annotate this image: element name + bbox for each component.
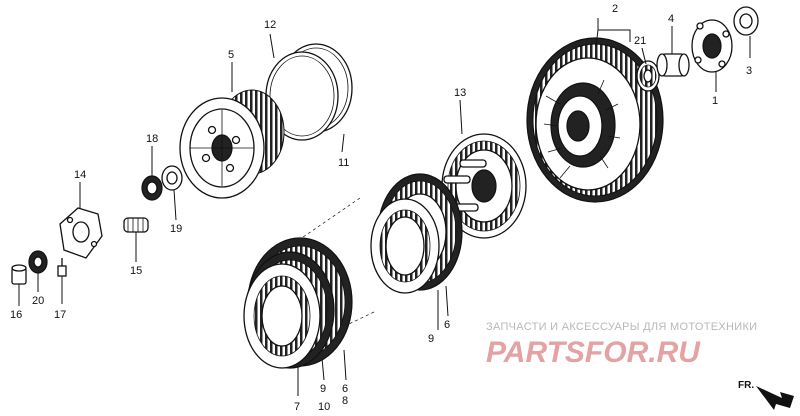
part-number-6-middle: 6 xyxy=(444,319,450,331)
bolt-drawing xyxy=(57,258,67,277)
clutch-plate-middle-drawing xyxy=(370,198,440,294)
needle-bearing-drawing xyxy=(636,60,660,92)
part-number-14: 14 xyxy=(74,169,86,181)
part-number-21: 21 xyxy=(634,35,646,47)
part-number-12: 12 xyxy=(264,19,276,31)
part-number-5: 5 xyxy=(228,49,234,61)
lifter-rod-drawing xyxy=(11,264,27,285)
leader-lines xyxy=(18,18,751,396)
part-number-4: 4 xyxy=(668,13,674,25)
part-number-10: 10 xyxy=(318,401,330,413)
watermark-caption: ЗАПЧАСТИ И АКСЕССУАРЫ ДЛЯ МОТОТЕХНИКИ xyxy=(486,321,757,333)
ring-springs-drawing xyxy=(265,43,353,141)
part-number-9-front: 9 xyxy=(320,383,326,395)
part-number-18: 18 xyxy=(146,133,158,145)
part-number-2: 2 xyxy=(612,3,618,15)
front-arrow-icon xyxy=(756,386,794,410)
collar-drawing xyxy=(656,53,690,77)
thrust-washer-drawing xyxy=(733,6,759,36)
lifter-plate-drawing xyxy=(59,207,103,259)
clutch-center-drawing xyxy=(179,89,285,199)
part-number-17: 17 xyxy=(54,309,66,321)
part-number-9-middle: 9 xyxy=(428,333,434,345)
front-direction-label: FR. xyxy=(738,380,754,391)
part-number-8: 8 xyxy=(342,395,348,407)
part-number-16: 16 xyxy=(10,309,22,321)
part-number-13: 13 xyxy=(454,87,466,99)
lock-nut-drawing xyxy=(141,175,163,201)
clutch-outer-gear-drawing xyxy=(526,37,664,203)
watermark-brand: PARTSFOR.RU xyxy=(486,336,701,369)
part-number-20: 20 xyxy=(32,295,44,307)
part-number-1: 1 xyxy=(712,95,718,107)
part-number-6-front: 6 xyxy=(342,383,348,395)
part-number-15: 15 xyxy=(130,265,142,277)
part-number-7: 7 xyxy=(294,401,300,413)
front-direction-marker: FR. xyxy=(738,380,794,410)
part-number-19: 19 xyxy=(170,223,182,235)
lifter-spring-drawing xyxy=(123,217,149,233)
lock-washer-drawing xyxy=(161,165,183,191)
bearing-drawing xyxy=(28,250,48,274)
part-number-11: 11 xyxy=(338,157,349,169)
drive-sprocket-plate-drawing xyxy=(691,19,733,73)
part-number-3: 3 xyxy=(746,65,752,77)
clutch-disc-stack-drawing xyxy=(243,237,353,369)
